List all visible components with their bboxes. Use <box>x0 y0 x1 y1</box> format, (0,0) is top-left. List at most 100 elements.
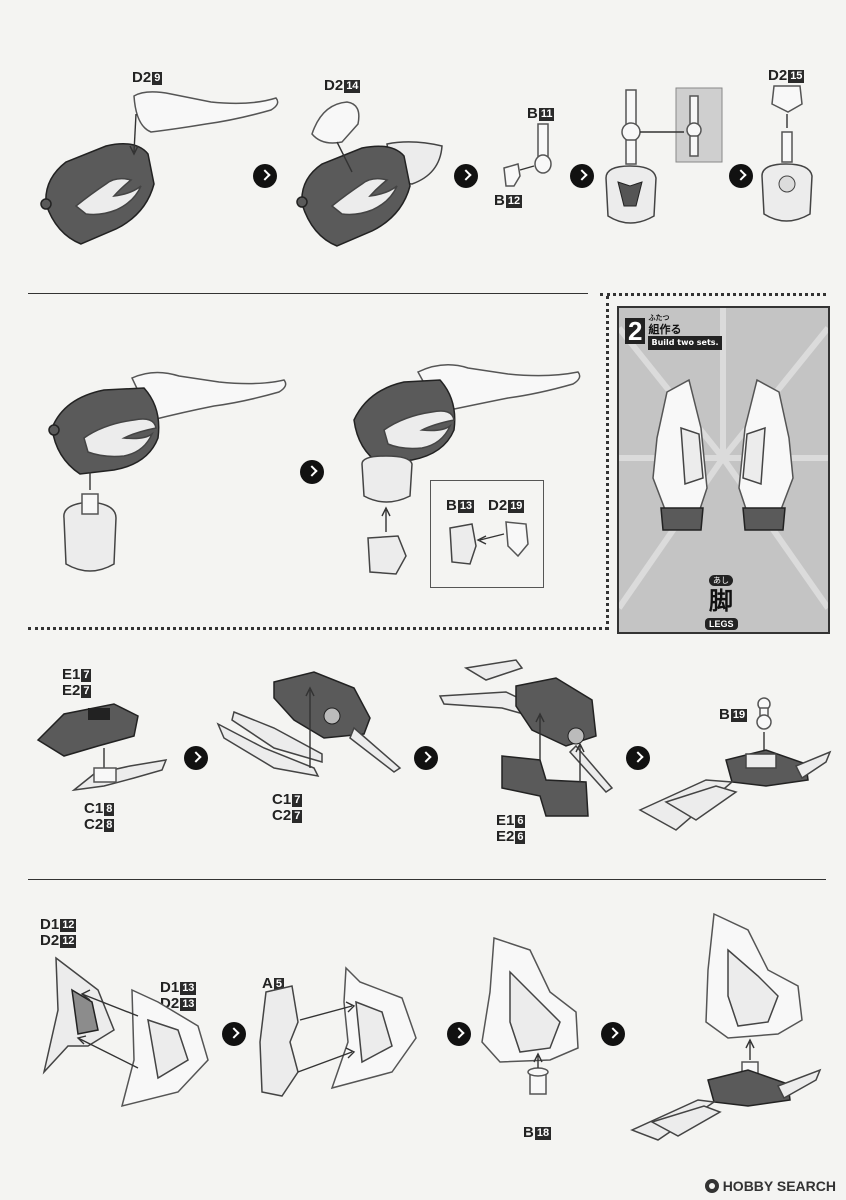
set-count: 2 <box>625 318 646 344</box>
next-step-arrow-icon <box>729 164 753 188</box>
next-step-arrow-icon <box>184 746 208 770</box>
legs-title: あし 脚 LEGS <box>705 570 738 632</box>
part-code: D2 <box>324 77 344 94</box>
step7-leg-assembly-drawing <box>353 364 581 575</box>
step8-foot-drawing <box>36 703 168 792</box>
build-two-sets-badge: 2 ふたつ 組作る Build two sets. <box>625 312 722 350</box>
next-step-arrow-icon <box>300 460 324 484</box>
step1-shin-assembly-drawing <box>40 91 279 245</box>
step2-shin-assembly-drawing <box>296 101 443 247</box>
part-code: B <box>523 1124 534 1141</box>
part-number: 9 <box>152 72 163 85</box>
part-code: B <box>719 706 730 723</box>
next-step-arrow-icon <box>626 746 650 770</box>
part-number: 14 <box>344 80 361 93</box>
part-code: B <box>494 192 505 209</box>
part-code: D1 <box>160 979 180 996</box>
legs-en: LEGS <box>705 618 738 630</box>
part-code: B <box>446 497 457 514</box>
build-instruction-text: ふたつ 組作る Build two sets. <box>648 312 722 350</box>
part-code: D2 <box>40 932 60 949</box>
sub-assembly-box <box>430 480 544 588</box>
legs-info-panel: 2 ふたつ 組作る Build two sets. あし 脚 LEGS <box>617 306 830 634</box>
next-step-arrow-icon <box>222 1022 246 1046</box>
part-number: 18 <box>534 1127 552 1140</box>
next-step-arrow-icon <box>414 746 438 770</box>
part-code: E2 <box>496 828 515 845</box>
part-code: A <box>262 975 273 992</box>
part-number: 7 <box>81 685 92 698</box>
step15-leg-complete-drawing <box>630 912 822 1141</box>
part-code: C2 <box>272 807 292 824</box>
build-en: Build two sets. <box>648 336 722 350</box>
part-code: C1 <box>272 791 292 808</box>
part-number: 13 <box>457 500 475 513</box>
part-code: D2 <box>132 69 152 86</box>
part-code: D2 <box>488 497 508 514</box>
section-divider <box>28 293 588 294</box>
part-number: 19 <box>730 709 748 722</box>
part-number: 19 <box>508 500 525 513</box>
part-number: 11 <box>538 108 555 121</box>
step13-armor-drawing <box>259 966 417 1097</box>
hobby-search-logo-icon <box>704 1179 719 1193</box>
part-code: E1 <box>496 812 515 829</box>
step5-knee-cap-drawing <box>761 85 813 222</box>
step12-armor-drawing <box>42 956 209 1108</box>
next-step-arrow-icon <box>454 164 478 188</box>
build-ruby: ふたつ <box>648 314 670 322</box>
watermark-text: HOBBY SEARCH <box>722 1178 836 1194</box>
part-number: 6 <box>515 815 526 828</box>
part-number: 12 <box>505 195 523 208</box>
part-number: 13 <box>180 998 197 1011</box>
legs-kanji: 脚 <box>709 587 733 615</box>
part-number: 7 <box>81 669 92 682</box>
part-number: 12 <box>60 919 77 932</box>
part-number: 13 <box>180 982 197 995</box>
part-number: 8 <box>104 819 115 832</box>
section-divider <box>600 293 826 296</box>
part-number: 6 <box>515 831 526 844</box>
step9-foot-drawing <box>216 671 402 778</box>
part-number: 12 <box>60 935 77 948</box>
section-divider <box>28 627 608 630</box>
next-step-arrow-icon <box>447 1022 471 1046</box>
step14-armor-drawing <box>481 936 579 1095</box>
part-code: C2 <box>84 816 104 833</box>
part-code: E2 <box>62 682 81 699</box>
part-code: E1 <box>62 666 81 683</box>
build-jp: 組作る <box>648 323 682 336</box>
section-divider <box>606 296 609 630</box>
hobby-search-watermark: HOBBY SEARCH <box>704 1178 836 1194</box>
part-number: 7 <box>292 810 303 823</box>
ankle-sub-parts-drawing <box>449 521 529 565</box>
legs-ruby: あし <box>709 575 733 586</box>
next-step-arrow-icon <box>601 1022 625 1046</box>
part-number: 7 <box>292 794 303 807</box>
step11-foot-complete-drawing <box>638 697 832 831</box>
part-code: C1 <box>84 800 104 817</box>
part-number: 5 <box>273 978 284 991</box>
section-divider <box>28 879 826 880</box>
step10-foot-drawing <box>438 659 614 817</box>
next-step-arrow-icon <box>253 164 277 188</box>
part-code: D1 <box>40 916 60 933</box>
part-code: B <box>527 105 538 122</box>
step4-knee-joint-drawing <box>605 87 723 224</box>
part-number: 8 <box>104 803 115 816</box>
